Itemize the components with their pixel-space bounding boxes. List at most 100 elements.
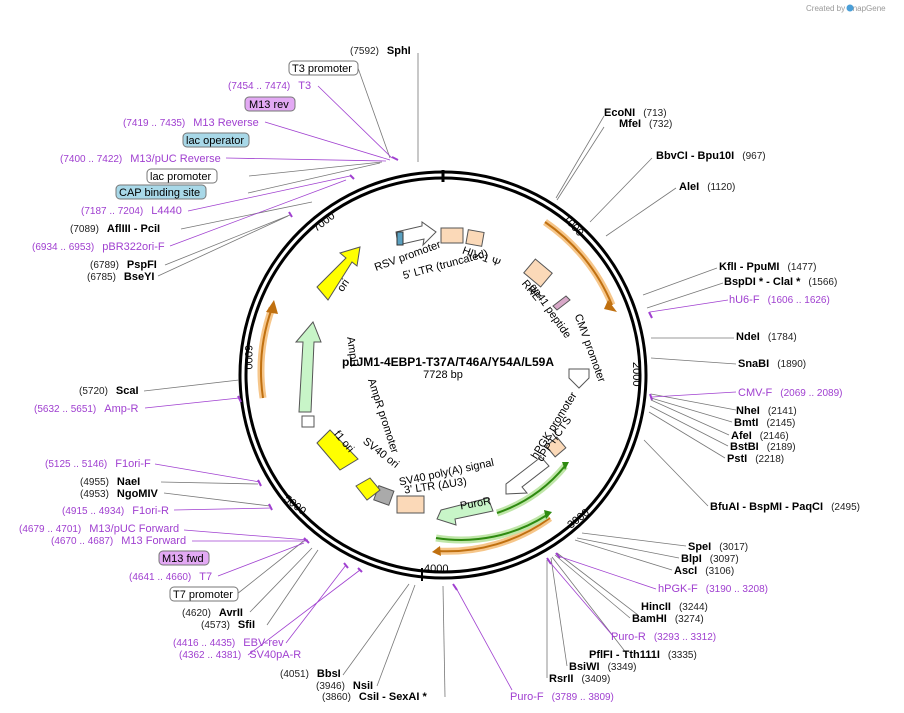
- site-rsrii[interactable]: RsrII(3409): [549, 673, 610, 685]
- site-bfuai[interactable]: BfuAI - BspMI - PaqCI(2495): [710, 501, 860, 513]
- site-csii[interactable]: (3860)CsiI - SexAI *: [322, 691, 427, 703]
- primer-l4440[interactable]: (7187 .. 7204)L4440: [81, 205, 182, 217]
- primer-f1ori-r[interactable]: (4915 .. 4934)F1ori-R: [62, 505, 169, 517]
- site-naei[interactable]: (4955)NaeI: [80, 476, 140, 488]
- orange-arc-bottom: [436, 517, 551, 553]
- site-spei[interactable]: SpeI(3017): [688, 541, 748, 553]
- primer-m13-forward[interactable]: (4670 .. 4687)M13 Forward: [51, 535, 186, 547]
- feature-cap: CAP binding site: [119, 187, 200, 199]
- primer-hu6-f[interactable]: hU6-F(1606 .. 1626): [729, 294, 830, 306]
- feature-box-1: [440, 227, 464, 244]
- primer-cmv-f[interactable]: CMV-F(2069 .. 2089): [738, 387, 843, 399]
- site-blpi[interactable]: BlpI(3097): [681, 553, 739, 565]
- green-arc-2: [496, 465, 566, 514]
- site-bsiwi[interactable]: BsiWI(3349): [569, 661, 636, 673]
- site-bbsi[interactable]: (4051)BbsI: [280, 668, 341, 680]
- feature-box-m13fwd[interactable]: [158, 550, 210, 566]
- feature-3ltr: [396, 495, 425, 514]
- site-hincii[interactable]: HincII(3244): [641, 601, 708, 613]
- label-puror: PuroR: [459, 495, 492, 512]
- primer-f1ori-f[interactable]: (5125 .. 5146)F1ori-F: [45, 458, 151, 470]
- feature-lac-operator: lac operator: [186, 135, 244, 147]
- feature-t3-promoter: T3 promoter: [292, 63, 352, 75]
- feature-box-lac-operator[interactable]: [182, 132, 250, 148]
- site-pflfi[interactable]: PflFI - Tth111I(3335): [589, 649, 697, 661]
- site-ndei[interactable]: NdeI(1784): [736, 331, 797, 343]
- site-snabi[interactable]: SnaBI(1890): [738, 358, 806, 370]
- primer-sv40pa-r[interactable]: (4362 .. 4381)SV40pA-R: [179, 649, 301, 661]
- left-primer-lines: [144, 85, 393, 656]
- feature-puror: [436, 497, 494, 526]
- site-bmti[interactable]: BmtI(2145): [734, 417, 795, 429]
- site-pspfi[interactable]: (6789)PspFI: [90, 259, 157, 271]
- feature-m13fwd: M13 fwd: [162, 553, 204, 565]
- feature-box-lac-promoter[interactable]: [146, 168, 218, 184]
- green-arc-1: [435, 514, 548, 541]
- feature-ampr-promoter: [301, 415, 315, 428]
- site-sfii[interactable]: (4573)SfiI: [201, 619, 255, 631]
- label-ampr: AmpR: [344, 336, 360, 368]
- orange-arc-left: [260, 307, 273, 399]
- primer-amp-r[interactable]: (5632 .. 5651)Amp-R: [34, 403, 139, 415]
- site-bstbi[interactable]: BstBI(2189): [730, 441, 796, 453]
- tick-7000: 7000: [311, 210, 338, 235]
- site-ngomiv[interactable]: (4953)NgoMIV: [80, 488, 159, 500]
- site-bamhi[interactable]: BamHI(3274): [632, 613, 704, 625]
- feature-lac-small: [396, 231, 404, 246]
- site-afliii[interactable]: (7089)AflIII - PciI: [70, 223, 160, 235]
- primer-m13-reverse[interactable]: (7419 .. 7435)M13 Reverse: [123, 117, 259, 129]
- primer-puro-f[interactable]: Puro-F(3789 .. 3809): [510, 691, 614, 703]
- feature-cppt: [545, 436, 567, 458]
- watermark: Created by SnapGene: [806, 4, 886, 13]
- feature-box-cap[interactable]: [115, 184, 207, 200]
- right-primer-lines: [454, 299, 737, 691]
- primer-puro-r[interactable]: Puro-R(3293 .. 3312): [611, 631, 716, 643]
- feature-lac-promoter: lac promoter: [150, 171, 211, 183]
- feature-cmv-arrow: [568, 368, 590, 389]
- site-mfei[interactable]: MfeI(732): [619, 118, 672, 130]
- site-asci[interactable]: AscI(3106): [674, 565, 734, 577]
- primer-t3[interactable]: (7454 .. 7474)T3: [228, 80, 311, 92]
- site-alei[interactable]: AleI(1120): [679, 181, 735, 193]
- orange-arc-right: [544, 221, 613, 306]
- feature-gp41: [552, 295, 571, 311]
- primer-t7[interactable]: (4641 .. 4660)T7: [129, 571, 212, 583]
- primer-m13puc-reverse[interactable]: (7400 .. 7422)M13/pUC Reverse: [60, 153, 221, 165]
- primer-hpgk-f[interactable]: hPGK-F(3190 .. 3208): [658, 583, 768, 595]
- tick-4000: 4000: [424, 563, 448, 575]
- feature-t7-promoter: T7 promoter: [173, 589, 233, 601]
- primer-ticks: [237, 156, 653, 591]
- site-bseyi[interactable]: (6785)BseYI: [87, 271, 154, 283]
- plasmid-name: pLJM1-4EBP1-T37A/T46A/Y54A/L59A: [342, 355, 554, 369]
- right-leader-lines: [546, 115, 737, 678]
- feature-ampr: [294, 321, 322, 413]
- feature-m13rev: M13 rev: [249, 99, 289, 111]
- feature-box-t3-promoter[interactable]: [288, 60, 359, 76]
- feature-box-t7-promoter[interactable]: [169, 586, 239, 602]
- site-bspdi[interactable]: BspDI * - ClaI *(1566): [724, 276, 837, 288]
- primer-ebv-rev[interactable]: (4416 .. 4435)EBV-rev: [173, 637, 284, 649]
- site-nhei[interactable]: NheI(2141): [736, 405, 797, 417]
- site-sphi[interactable]: (7592)SphI: [350, 45, 411, 57]
- site-avrii[interactable]: (4620)AvrII: [182, 607, 243, 619]
- left-leader-lines: [143, 53, 446, 698]
- primer-m13puc-forward[interactable]: (4679 .. 4701)M13/pUC Forward: [19, 523, 179, 535]
- site-afei[interactable]: AfeI(2146): [731, 430, 789, 442]
- snapgene-logo: [846, 4, 854, 12]
- feature-hpgk-arrow: [505, 456, 550, 495]
- site-kfli[interactable]: KflI - PpuMI(1477): [719, 261, 816, 273]
- site-scai[interactable]: (5720)ScaI: [79, 385, 139, 397]
- site-nsii[interactable]: (3946)NsiI: [316, 680, 373, 692]
- tick-2000: 2000: [630, 362, 642, 386]
- feature-box-2: [465, 229, 485, 247]
- feature-box-m13rev[interactable]: [244, 96, 296, 112]
- feature-f1ori: [316, 429, 359, 471]
- feature-sv40-yellow: [355, 477, 381, 501]
- primer-pbr322ori-f[interactable]: (6934 .. 6953)pBR322ori-F: [32, 241, 165, 253]
- site-econi[interactable]: EcoNI(713): [604, 107, 667, 119]
- site-bbvci[interactable]: BbvCI - Bpu10I(967): [656, 150, 766, 162]
- label-gp41: gp41 peptide: [527, 282, 573, 341]
- tick-6000: 6000: [242, 345, 254, 369]
- site-psti[interactable]: PstI(2218): [727, 453, 784, 465]
